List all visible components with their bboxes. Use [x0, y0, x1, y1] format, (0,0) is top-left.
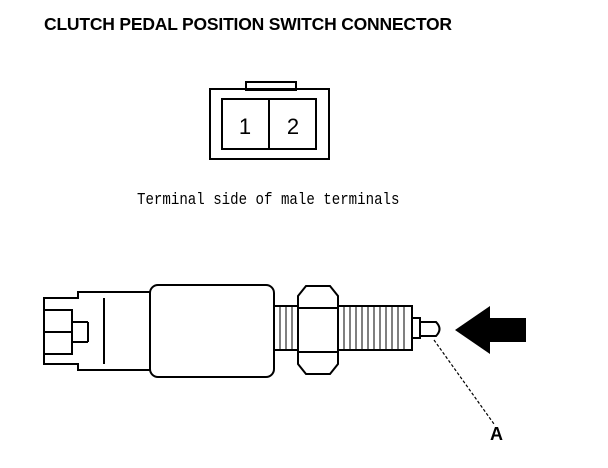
diagram-title: CLUTCH PEDAL POSITION SWITCH CONNECTOR: [44, 14, 452, 34]
callout-label-a: A: [490, 424, 503, 444]
lock-nut: [297, 285, 339, 375]
connector-caption: Terminal side of male terminals: [137, 191, 400, 210]
thread-lines: [279, 306, 405, 350]
plunger-collar: [411, 317, 421, 339]
callout-leader-line: [433, 339, 495, 425]
switch-illustration: [43, 284, 441, 378]
threaded-shaft: [273, 305, 413, 351]
plunger-tip: [419, 321, 441, 337]
connector-housing: [209, 88, 330, 160]
terminal-2-label: 2: [287, 114, 299, 139]
switch-body: [149, 284, 275, 378]
connector-face: [209, 81, 330, 160]
terminal-1-label: 1: [239, 114, 251, 139]
push-direction-arrow: [455, 306, 526, 354]
